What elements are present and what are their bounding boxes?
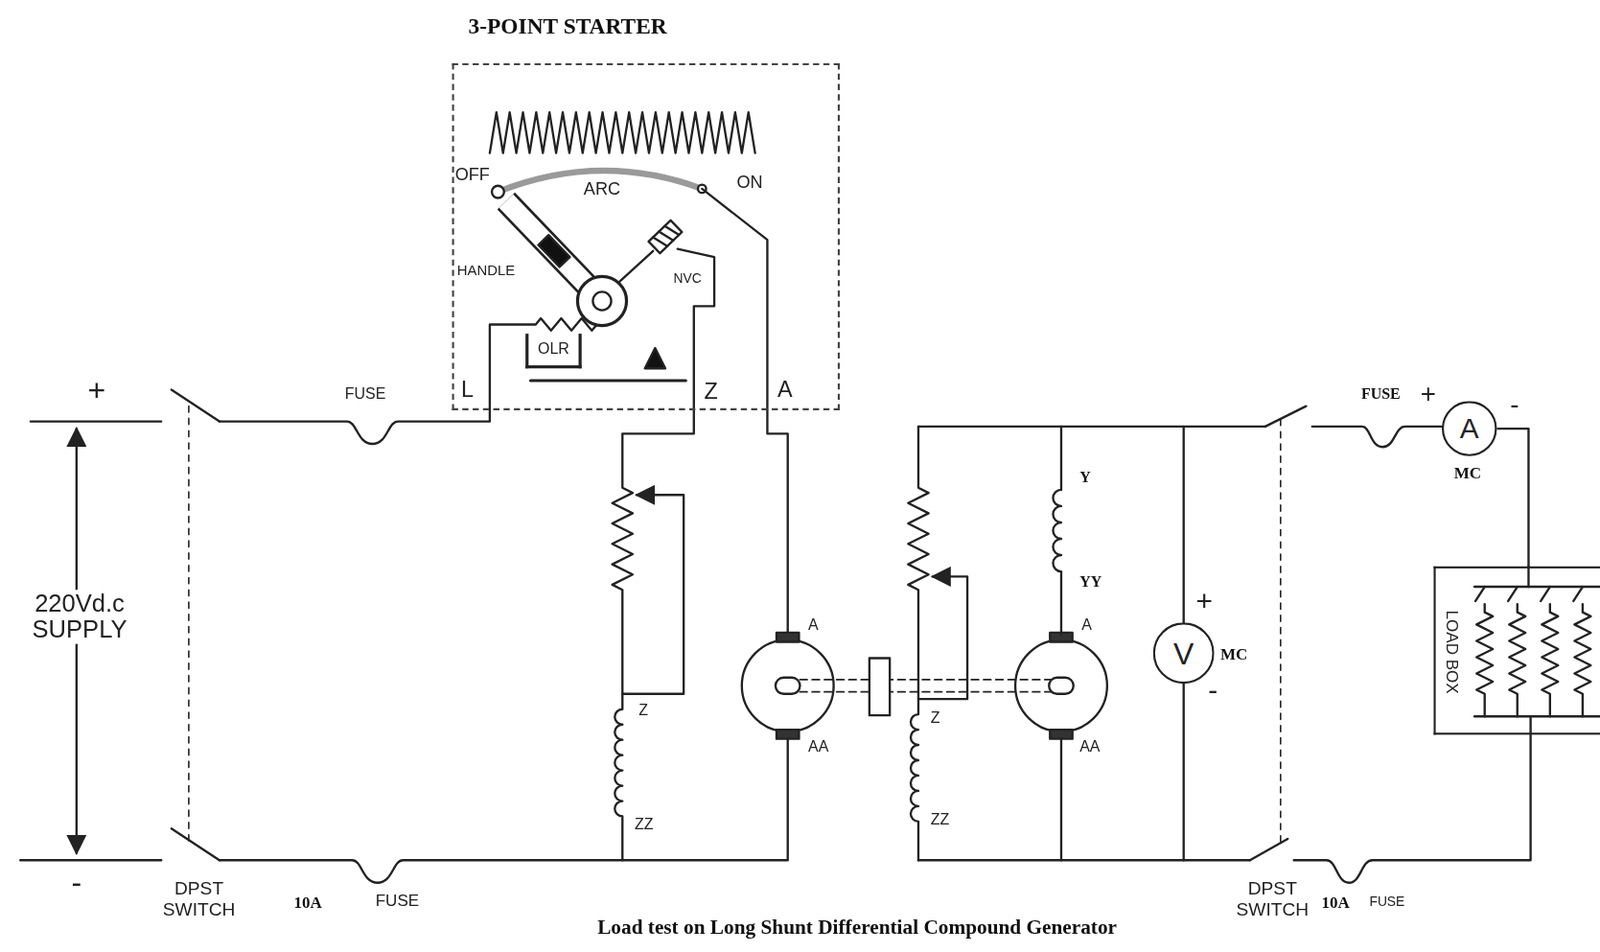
circuit-label: ARC	[583, 180, 621, 200]
soft-iron-keeper	[538, 234, 571, 267]
rheostat-wiper	[622, 494, 684, 695]
field-wire	[612, 249, 715, 861]
circuit-label: ZZ	[930, 811, 951, 829]
motor-armature	[742, 639, 835, 732]
circuit-label: -	[1509, 390, 1519, 419]
circuit-label: Z	[703, 379, 718, 405]
load-resistor	[1507, 586, 1526, 717]
circuit-label: MC	[1454, 463, 1482, 483]
circuit-label: DPST SWITCH	[1216, 880, 1329, 921]
circuit-label: YY	[1079, 573, 1102, 591]
switch-blade	[1250, 838, 1288, 860]
circuit-label: HANDLE	[457, 263, 515, 279]
supply-wire	[219, 736, 789, 882]
output-wire	[1312, 426, 1442, 447]
olr-bar	[530, 378, 686, 382]
circuit-label: FUSE	[1368, 894, 1405, 909]
node-text: LOAD BOX	[1442, 610, 1461, 695]
brush	[1049, 729, 1072, 740]
series-field	[1052, 426, 1062, 635]
starter-box: 3-POINT STARTEROLR	[452, 63, 840, 411]
supply-wire	[20, 858, 162, 861]
circuit-label: FUSE	[345, 385, 387, 403]
voltmeter-wire	[1182, 683, 1185, 860]
node-text: 3-POINT STARTER	[468, 14, 668, 40]
load-resistor	[1475, 586, 1493, 717]
circuit-label: ON	[736, 173, 763, 193]
handle-pivot	[577, 276, 627, 325]
nvc-arm	[618, 251, 653, 283]
node-text: V	[1173, 636, 1194, 671]
load-bus	[1474, 586, 1600, 717]
circuit-label: A	[777, 377, 793, 403]
circuit-label: -	[1207, 675, 1218, 708]
output-wire	[1294, 716, 1531, 882]
circuit-label: Z	[638, 701, 649, 719]
brush	[776, 632, 799, 643]
circuit-label: A	[808, 616, 819, 634]
handle-pivot	[592, 291, 611, 310]
olr-box: OLR	[525, 333, 582, 369]
circuit-label: A	[1081, 616, 1092, 634]
circuit-label: DPST SWITCH	[142, 880, 256, 921]
resistance-grid	[489, 112, 756, 154]
caption: Load test on Long Shunt Differential Com…	[448, 915, 1266, 938]
switch-blade	[1265, 406, 1307, 427]
switch-link	[187, 406, 190, 846]
coupling	[869, 658, 890, 717]
nvc-coil	[652, 223, 679, 250]
circuit-label: Z	[930, 709, 941, 727]
node-text: OLR	[537, 341, 570, 359]
brush	[776, 729, 799, 740]
shaft-end	[1048, 677, 1074, 695]
circuit-label: 10A	[294, 893, 323, 912]
wire-connector	[1496, 428, 1529, 567]
circuit-label: +	[1420, 379, 1437, 409]
olr-contact	[645, 347, 666, 369]
shaft	[788, 679, 1062, 693]
switch-link	[1279, 418, 1282, 843]
rheostat-wiper	[918, 576, 968, 699]
load-wire	[1527, 566, 1530, 587]
circuit-label: L	[461, 377, 474, 403]
circuit-label: FUSE	[1361, 385, 1401, 403]
armature-wire	[701, 188, 788, 635]
output-wire	[918, 858, 1251, 861]
circuit-label: AA	[1079, 739, 1100, 757]
field-wire	[907, 426, 928, 860]
supply-wire	[30, 419, 162, 422]
circuit-label: 10A	[1321, 893, 1349, 912]
load-box: LOAD BOX	[1433, 566, 1600, 736]
circuit-label: 220Vd.c SUPPLY	[8, 589, 152, 644]
off-contact	[491, 185, 505, 199]
load-resistor	[1540, 586, 1558, 717]
ammeter-circle: A	[1441, 400, 1497, 456]
circuit-label: ZZ	[634, 816, 654, 835]
circuit-label: -	[71, 865, 83, 900]
circuit-label: NVC	[673, 271, 702, 286]
circuit-label: FUSE	[375, 891, 419, 910]
circuit-label: +	[1195, 585, 1212, 618]
output-wire	[918, 425, 1266, 428]
shaft-end	[775, 677, 801, 695]
switch-blade	[171, 828, 220, 860]
circuit-label: +	[88, 373, 107, 408]
circuit-label: AA	[808, 739, 829, 757]
output-wire	[1060, 739, 1063, 861]
circuit-label: MC	[1220, 645, 1248, 664]
circuit-label: OFF	[455, 165, 490, 186]
circuit-label: Y	[1079, 469, 1091, 487]
generator-armature	[1015, 639, 1108, 732]
switch-blade	[171, 390, 220, 422]
node-text: A	[1460, 413, 1480, 445]
voltmeter-circle: V	[1153, 622, 1215, 684]
voltmeter-wire	[1182, 426, 1185, 623]
load-resistor	[1573, 586, 1591, 717]
